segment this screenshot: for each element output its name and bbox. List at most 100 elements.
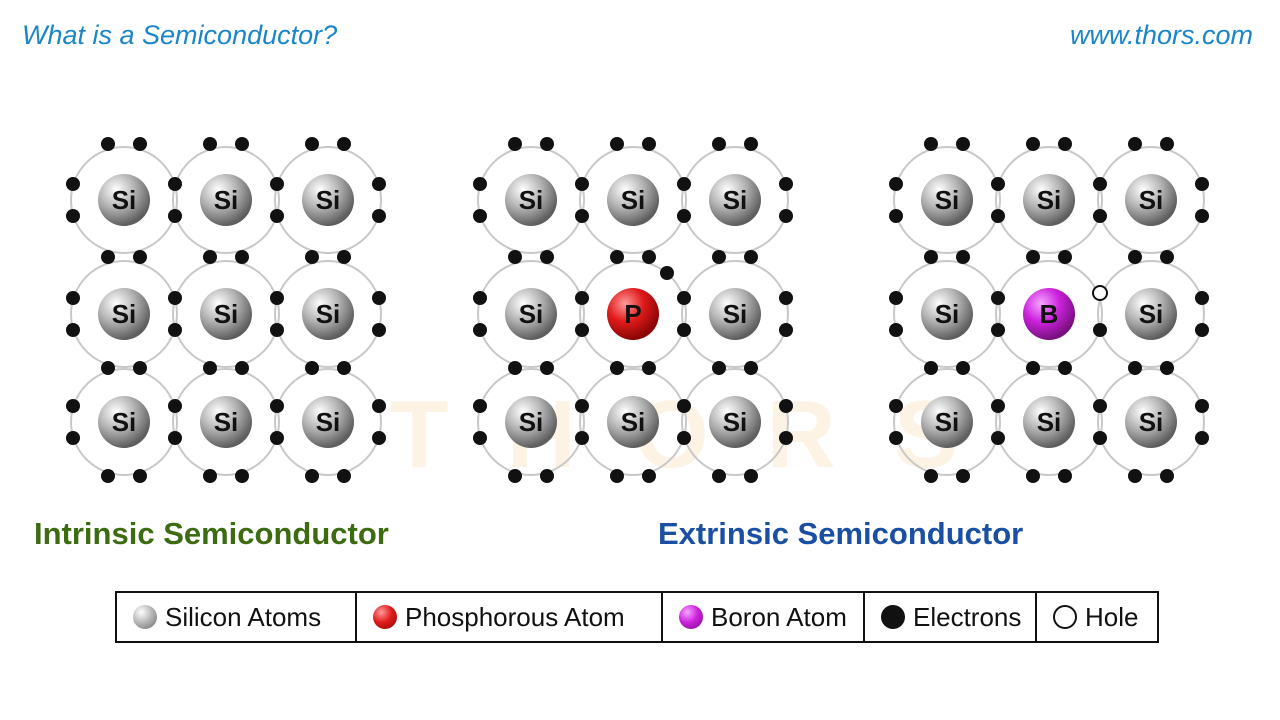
atom-symbol: B bbox=[1040, 299, 1059, 329]
bond-arc bbox=[274, 260, 382, 368]
electron-dot bbox=[473, 177, 487, 191]
atom-symbol: Si bbox=[935, 407, 960, 437]
electron-dot bbox=[305, 469, 319, 483]
electron-dot bbox=[101, 250, 115, 264]
electron-dot bbox=[1195, 399, 1209, 413]
bond-arc bbox=[579, 146, 687, 254]
electron-dot bbox=[203, 469, 217, 483]
electron-dot bbox=[66, 291, 80, 305]
electron-dot bbox=[133, 361, 147, 375]
electron-dot bbox=[66, 431, 80, 445]
electron-dot bbox=[991, 399, 1005, 413]
bond-arc bbox=[70, 146, 178, 254]
atom-symbol: Si bbox=[1037, 185, 1062, 215]
electron-dot bbox=[235, 250, 249, 264]
electron-dot bbox=[540, 250, 554, 264]
electron-dot bbox=[1160, 361, 1174, 375]
electron-dot bbox=[168, 209, 182, 223]
electron-dot bbox=[1026, 250, 1040, 264]
electron-dot bbox=[270, 177, 284, 191]
atom-symbol: Si bbox=[316, 407, 341, 437]
electron-dot bbox=[1160, 250, 1174, 264]
electron-dot bbox=[1026, 361, 1040, 375]
electron-dot bbox=[924, 361, 938, 375]
page-title: What is a Semiconductor? bbox=[22, 20, 338, 50]
electron-dot bbox=[610, 250, 624, 264]
atom-symbol: Si bbox=[723, 299, 748, 329]
bond-arc bbox=[995, 368, 1103, 476]
silicon-atom bbox=[709, 288, 761, 340]
electron-dot bbox=[712, 250, 726, 264]
electron-dot bbox=[66, 209, 80, 223]
electron-dot bbox=[991, 431, 1005, 445]
silicon-atom bbox=[200, 174, 252, 226]
electron-dot bbox=[744, 469, 758, 483]
electron-dot bbox=[66, 177, 80, 191]
silicon-atom bbox=[302, 174, 354, 226]
bond-arc bbox=[995, 146, 1103, 254]
electron-dot bbox=[508, 469, 522, 483]
electron-dot bbox=[889, 291, 903, 305]
electron-dot bbox=[575, 177, 589, 191]
electron-dot bbox=[642, 250, 656, 264]
atom-symbol: Si bbox=[1139, 407, 1164, 437]
electron-dot bbox=[235, 469, 249, 483]
silicon-atom bbox=[302, 396, 354, 448]
electron-dot bbox=[337, 361, 351, 375]
bond-arc bbox=[172, 146, 280, 254]
bond-arc bbox=[1097, 260, 1205, 368]
bond-arc bbox=[70, 368, 178, 476]
electron-dot bbox=[956, 137, 970, 151]
electron-dot bbox=[779, 177, 793, 191]
electron-dot bbox=[779, 323, 793, 337]
site-url[interactable]: www.thors.com bbox=[1069, 20, 1253, 50]
atom-symbol: Si bbox=[519, 407, 544, 437]
silicon-atom bbox=[200, 288, 252, 340]
electron-dot bbox=[1058, 469, 1072, 483]
electron-dot bbox=[889, 323, 903, 337]
atom-symbol: Si bbox=[621, 407, 646, 437]
bond-arc bbox=[172, 368, 280, 476]
intrinsic-label: Intrinsic Semiconductor bbox=[34, 516, 389, 551]
silicon-atom bbox=[98, 288, 150, 340]
silicon-atom bbox=[98, 174, 150, 226]
electron-dot bbox=[744, 250, 758, 264]
silicon-atom bbox=[1023, 396, 1075, 448]
electron-dot bbox=[1160, 137, 1174, 151]
electron-dot bbox=[956, 250, 970, 264]
bond-arc bbox=[172, 260, 280, 368]
electron-dot bbox=[1128, 250, 1142, 264]
electron-dot bbox=[677, 431, 691, 445]
electron-dot bbox=[712, 469, 726, 483]
electron-dot bbox=[660, 266, 674, 280]
electron-dot bbox=[168, 177, 182, 191]
atom-symbol: Si bbox=[112, 185, 137, 215]
silicon-atom bbox=[709, 396, 761, 448]
silicon-atom bbox=[200, 396, 252, 448]
electron-dot bbox=[956, 469, 970, 483]
atom-symbol: Si bbox=[214, 185, 239, 215]
electron-dot bbox=[924, 250, 938, 264]
electron-dot bbox=[677, 399, 691, 413]
silicon-atom bbox=[505, 174, 557, 226]
silicon-atom bbox=[709, 174, 761, 226]
electron-dot bbox=[642, 361, 656, 375]
electron-dot bbox=[610, 137, 624, 151]
electron-dot bbox=[575, 209, 589, 223]
electron-dot bbox=[1093, 323, 1107, 337]
electron-dot bbox=[508, 361, 522, 375]
legend-silicon: Silicon Atoms bbox=[117, 593, 357, 641]
atom-symbol: Si bbox=[723, 185, 748, 215]
boron-atom-icon bbox=[679, 605, 703, 629]
atom-symbol: Si bbox=[112, 407, 137, 437]
electron-dot bbox=[1093, 209, 1107, 223]
electron-dot bbox=[305, 250, 319, 264]
silicon-atom bbox=[98, 396, 150, 448]
electron-dot bbox=[337, 250, 351, 264]
electron-dot bbox=[540, 361, 554, 375]
electron-dot bbox=[744, 137, 758, 151]
electron-dot bbox=[991, 323, 1005, 337]
